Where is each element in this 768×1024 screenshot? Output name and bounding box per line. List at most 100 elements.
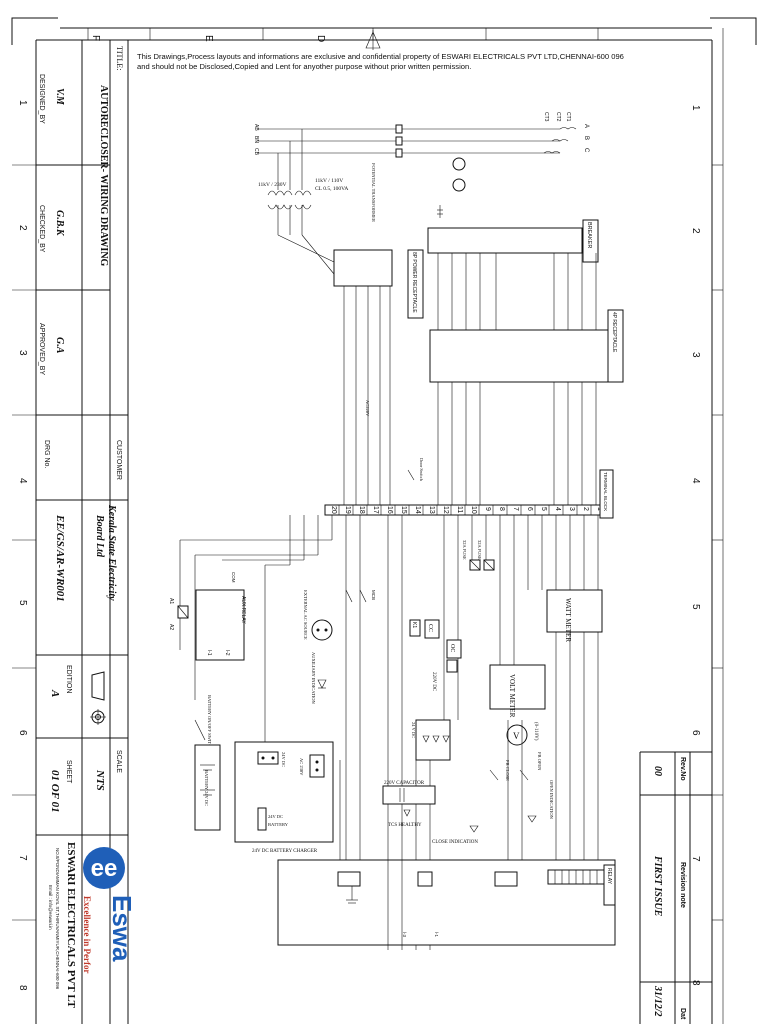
svg-text:8: 8 xyxy=(17,985,28,991)
svg-text:4: 4 xyxy=(17,478,28,484)
svg-text:AUXILIARY INDICATION: AUXILIARY INDICATION xyxy=(311,652,316,704)
company-logo: ee Eswa Excellence in Perfor xyxy=(82,847,137,973)
svg-text:20: 20 xyxy=(330,506,337,514)
revision-table: Rev.No Revision note Dat 00 FIRST ISSUE … xyxy=(639,751,712,1024)
svg-text:13: 13 xyxy=(428,506,435,514)
svg-text:4: 4 xyxy=(554,507,561,511)
svg-text:12: 12 xyxy=(442,506,449,514)
customer-name-line2: Board Ltd xyxy=(94,514,105,558)
svg-text:AB: AB xyxy=(253,124,259,131)
checked-by-value: G.B.K xyxy=(54,210,65,237)
logo-mark: ee xyxy=(91,855,118,882)
svg-text:2: 2 xyxy=(17,225,28,231)
svg-text:CT3: CT3 xyxy=(543,112,549,122)
svg-text:15: 15 xyxy=(400,506,407,514)
terminal-block-label: TERMINAL BLOCK xyxy=(603,472,608,511)
edition-label: EDITION xyxy=(65,665,72,693)
svg-text:18: 18 xyxy=(358,506,365,514)
company-name: ESWARI ELECTRICALS PVT LT xyxy=(65,842,77,1009)
phase-b: B xyxy=(583,136,589,140)
date-header: Dat xyxy=(679,1008,686,1020)
4p-receptacle xyxy=(429,329,609,383)
sheet-value: 01 OF 01 xyxy=(49,770,61,813)
open-coil xyxy=(446,639,462,659)
confidential-notice-line1: This Drawings,Process layouts and inform… xyxy=(137,52,624,61)
svg-text:10: 10 xyxy=(470,506,477,514)
scale-label: SCALE xyxy=(115,750,122,773)
svg-text:7: 7 xyxy=(17,855,28,861)
zone-numbers-left: 1 2 3 4 5 6 7 8 xyxy=(17,100,28,991)
volt-gauge xyxy=(506,724,528,746)
svg-text:V: V xyxy=(513,731,520,741)
zone-numbers-right: 1 2 3 4 5 6 7 8 xyxy=(690,105,701,986)
svg-text:K1: K1 xyxy=(411,622,417,628)
zone-letter-f: F xyxy=(90,35,101,41)
svg-text:5: 5 xyxy=(690,604,701,610)
svg-text:l-3: l-3 xyxy=(402,932,407,937)
watt-meter xyxy=(546,589,603,633)
svg-text:2: 2 xyxy=(690,228,701,234)
confidential-notice-line2: and should not be Disclosed,Copied and L… xyxy=(137,62,471,71)
svg-text:16: 16 xyxy=(386,506,393,514)
svg-text:(0-110V): (0-110V) xyxy=(533,722,538,741)
rev-no-header: Rev.No xyxy=(679,757,686,781)
svg-text:19: 19 xyxy=(344,506,351,514)
svg-text:CT1: CT1 xyxy=(565,112,571,122)
zone-letter-d: D xyxy=(315,35,326,42)
projection-symbol xyxy=(90,671,106,725)
aux-relay-label: AUX.RELAY xyxy=(240,596,246,624)
potential-transformer: 11kV / 230V 11kV / 110V CL 0.5, 100VA PO… xyxy=(258,129,376,222)
svg-text:11kV / 110V: 11kV / 110V xyxy=(315,178,343,184)
svg-text:CL 0.5, 100VA: CL 0.5, 100VA xyxy=(315,186,348,192)
revision-note-header: Revision note xyxy=(679,862,686,908)
svg-text:AC 230V: AC 230V xyxy=(299,758,304,776)
svg-text:1: 1 xyxy=(17,100,28,106)
svg-text:POTENTIAL TRANSFORMER: POTENTIAL TRANSFORMER xyxy=(371,163,376,222)
svg-text:8: 8 xyxy=(498,507,505,511)
close-indication-label: CLOSE INDICATION xyxy=(432,840,478,845)
svg-text:BATTERY ON/OFF SWITCH: BATTERY ON/OFF SWITCH xyxy=(207,695,212,751)
svg-text:1: 1 xyxy=(690,105,701,111)
svg-text:8: 8 xyxy=(690,980,701,986)
logo-brand: Eswa xyxy=(107,895,137,962)
svg-text:PB OPEN: PB OPEN xyxy=(537,752,542,771)
svg-text:CT2: CT2 xyxy=(555,112,561,122)
svg-text:11kV / 230V: 11kV / 230V xyxy=(258,182,286,188)
svg-text:6: 6 xyxy=(17,730,28,736)
svg-text:3: 3 xyxy=(17,350,28,356)
svg-text:A1: A1 xyxy=(168,598,174,604)
designed-by-label: DESIGNED_BY xyxy=(38,74,45,124)
wiring-vertical xyxy=(277,205,597,505)
4p-receptacle-label: 4P RECEPTACLE xyxy=(611,312,617,353)
220v-capacitor xyxy=(382,785,436,805)
svg-text:3: 3 xyxy=(568,507,575,511)
company-email: Email : info@eswari.in xyxy=(48,885,53,930)
svg-text:l-1: l-1 xyxy=(206,650,212,656)
drg-no-label: DRG No. xyxy=(43,440,50,468)
external-ac-socket xyxy=(311,619,333,641)
svg-text:BATTERY 24V DC: BATTERY 24V DC xyxy=(204,770,209,806)
battery-charger xyxy=(234,741,334,843)
title-label: TITLE: xyxy=(115,46,124,70)
svg-text:220V DC: 220V DC xyxy=(431,672,436,692)
zone-letters: F E D xyxy=(90,35,326,42)
phase-a: A xyxy=(583,124,589,128)
title-block: TITLE: AUTORECLOSER- WIRING DRAWING V.M … xyxy=(36,39,137,1024)
8p-receptacle-label: 8P POWER RECEPTACLE xyxy=(411,252,417,313)
svg-text:2: 2 xyxy=(582,507,589,511)
battery-charger-label: 24V DC BATTERY CHARGER xyxy=(252,849,318,854)
svg-text:l-1: l-1 xyxy=(434,932,439,937)
svg-text:11: 11 xyxy=(456,506,463,513)
breaker-block xyxy=(427,227,583,254)
close-coil xyxy=(424,619,440,639)
svg-text:5: 5 xyxy=(17,600,28,606)
rev-no-value: 00 xyxy=(652,766,663,776)
customer-name-line1: Kerala State Electricity xyxy=(106,504,117,601)
company-address: NO.8/PONDIAMMAN KOVIL ST,THIRUVANMIYUR,C… xyxy=(55,848,60,990)
svg-text:24V DC: 24V DC xyxy=(268,814,283,819)
svg-text:7: 7 xyxy=(690,856,701,862)
drawing-title: AUTORECLOSER- WIRING DRAWING xyxy=(98,85,109,267)
svg-text:6: 6 xyxy=(690,730,701,736)
volt-meter xyxy=(489,664,546,710)
